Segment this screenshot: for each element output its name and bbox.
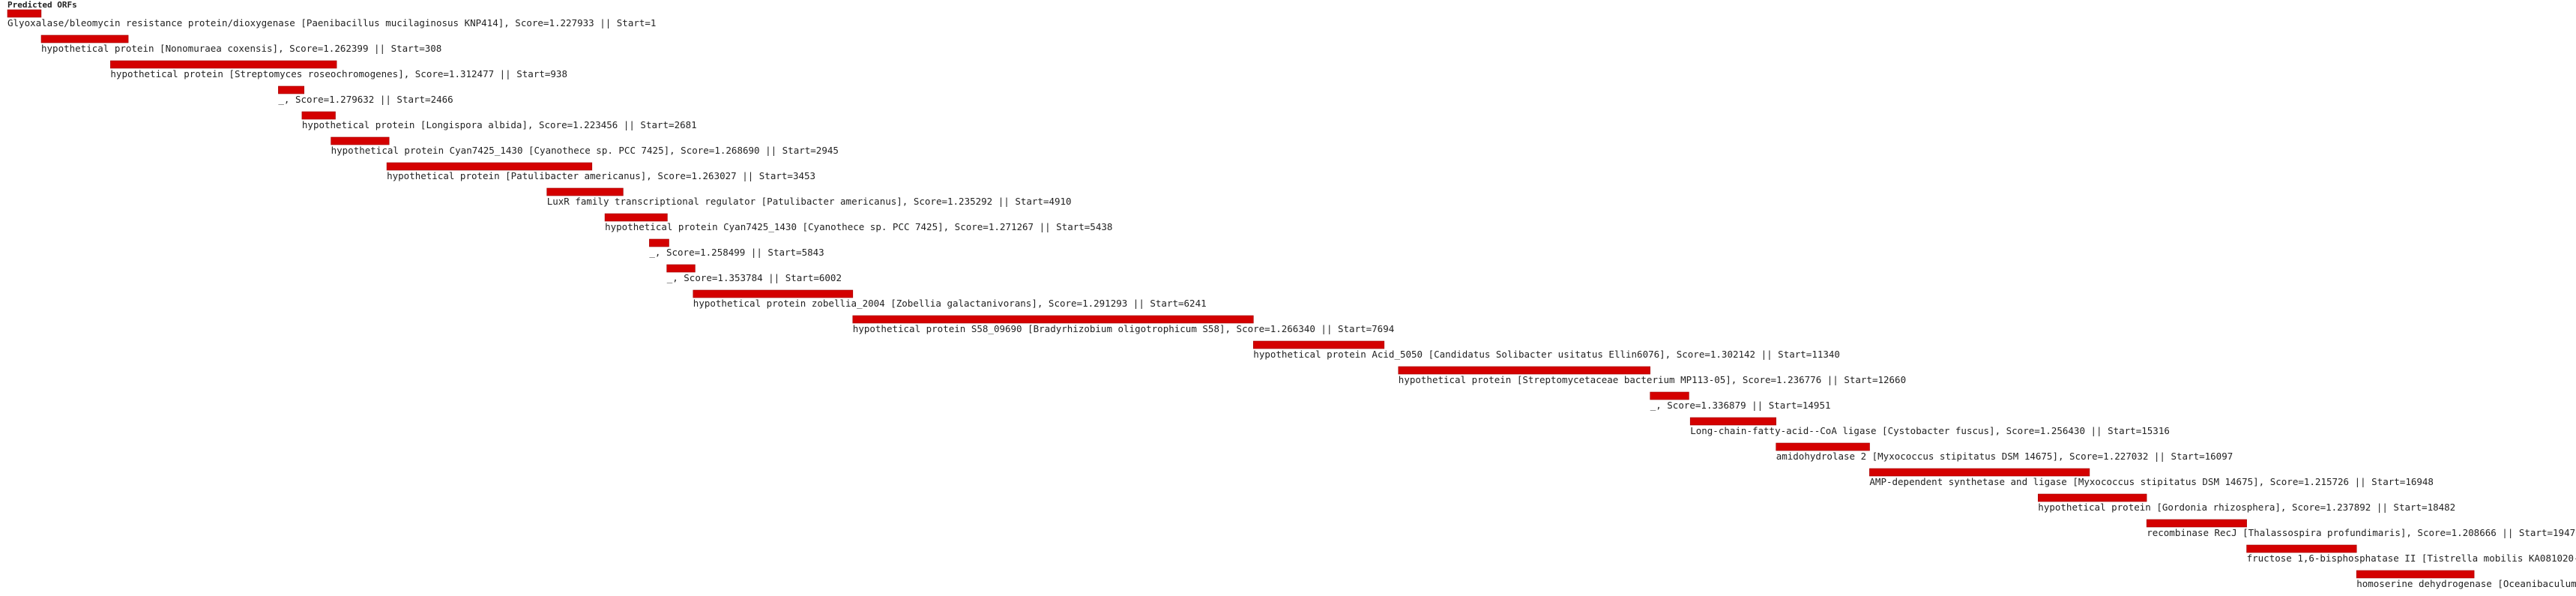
orf-label: _, Score=1.353784 || Start=6002 <box>667 272 842 283</box>
orf-label: _, Score=1.258499 || Start=5843 <box>649 247 824 258</box>
orf-label: hypothetical protein [Patulibacter ameri… <box>387 170 815 181</box>
orf-label: Long-chain-fatty-acid--CoA ligase [Cysto… <box>1690 425 2170 436</box>
orf-label: hypothetical protein [Streptomycetaceae … <box>1399 374 1906 385</box>
chart-title: Predicted ORFs <box>7 0 77 10</box>
orf-label: _, Score=1.336879 || Start=14951 <box>1650 400 1831 411</box>
orf-bar[interactable] <box>386 162 593 171</box>
orf-label: recombinase RecJ [Thalassospira profundi… <box>2147 527 2576 538</box>
orf-bar[interactable] <box>40 34 129 43</box>
orf-bar[interactable] <box>1869 468 2090 477</box>
orf-bar[interactable] <box>1776 442 1870 451</box>
orf-bar[interactable] <box>693 289 854 298</box>
orf-label: Glyoxalase/bleomycin resistance protein/… <box>7 17 656 28</box>
orf-bar[interactable] <box>110 60 337 69</box>
orf-bar[interactable] <box>2038 493 2147 502</box>
orf-label: hypothetical protein [Gordonia rhizosphe… <box>2038 502 2455 513</box>
orf-bar[interactable] <box>604 213 668 222</box>
orf-bar[interactable] <box>278 85 304 94</box>
orf-label: hypothetical protein [Nonomuraea coxensi… <box>41 43 441 54</box>
orf-label: amidohydrolase 2 [Myxococcus stipitatus … <box>1776 451 2233 462</box>
orf-label: hypothetical protein [Streptomyces roseo… <box>110 68 567 79</box>
orf-bar[interactable] <box>301 111 336 120</box>
orf-label: hypothetical protein [Longispora albida]… <box>302 119 697 130</box>
orf-label: hypothetical protein Acid_5050 [Candidat… <box>1253 349 1840 360</box>
orf-bar[interactable] <box>1650 391 1689 400</box>
orf-rows: Glyoxalase/bleomycin resistance protein/… <box>7 9 2576 589</box>
orf-label: hypothetical protein S58_09690 [Bradyrhi… <box>853 323 1394 334</box>
orf-label: hypothetical protein Cyan7425_1430 [Cyan… <box>605 221 1112 232</box>
orf-bar[interactable] <box>852 315 1254 324</box>
orf-bar[interactable] <box>2356 570 2475 579</box>
orf-bar[interactable] <box>649 238 669 247</box>
orf-label: hypothetical protein Cyan7425_1430 [Cyan… <box>331 145 839 156</box>
orf-label: homoserine dehydrogenase [Oceanibaculum … <box>2356 578 2576 589</box>
orf-label: _, Score=1.279632 || Start=2466 <box>278 94 453 105</box>
orf-label: fructose 1,6-bisphosphatase II [Tistrell… <box>2247 553 2576 564</box>
orf-bar[interactable] <box>1253 340 1385 349</box>
orf-bar[interactable] <box>2146 519 2247 528</box>
orf-bar[interactable] <box>1689 417 1776 426</box>
orf-bar[interactable] <box>546 187 624 196</box>
orf-label: hypothetical protein zobellia_2004 [Zobe… <box>693 298 1207 309</box>
orf-bar[interactable] <box>666 264 696 273</box>
orf-label: LuxR family transcriptional regulator [P… <box>547 196 1072 207</box>
orf-bar[interactable] <box>1398 366 1651 375</box>
orf-bar[interactable] <box>2246 544 2357 553</box>
orf-label: AMP-dependent synthetase and ligase [Myx… <box>1869 476 2434 487</box>
orf-bar[interactable] <box>7 9 42 18</box>
orf-bar[interactable] <box>331 136 390 145</box>
